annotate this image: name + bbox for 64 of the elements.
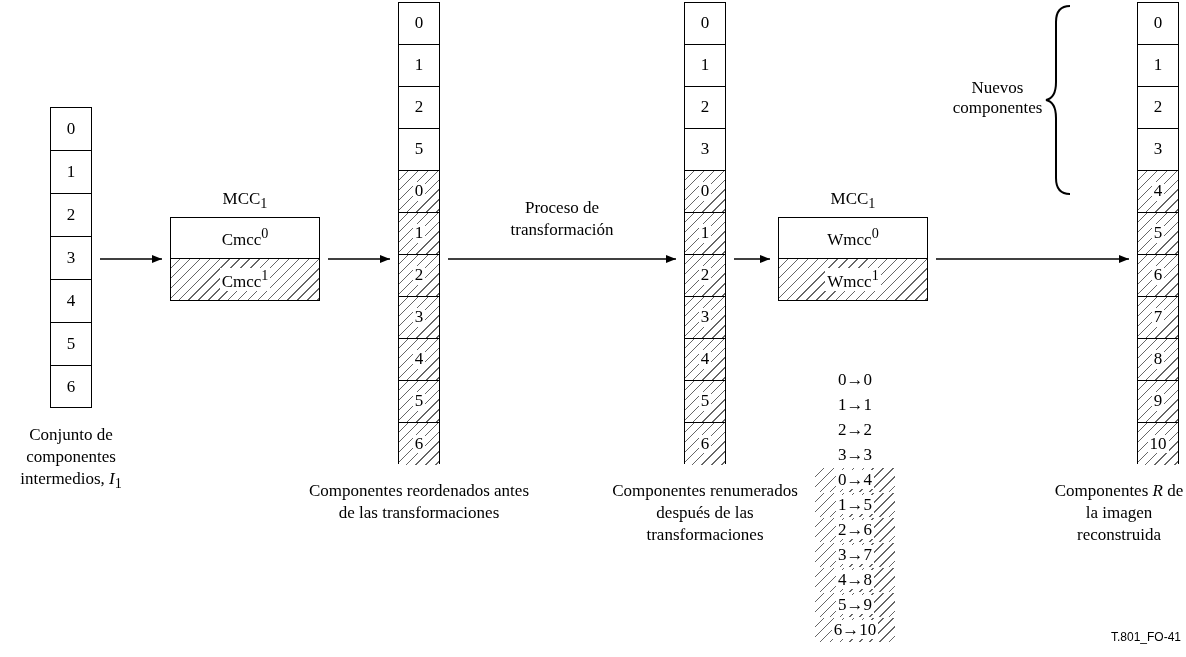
hatched-component-cell: 0 (685, 171, 725, 213)
hatched-component-cell: 4 (399, 339, 439, 381)
component-cell: 1 (1138, 45, 1178, 87)
component-cell: 2 (399, 87, 439, 129)
hatched-component-cell: 5 (1138, 213, 1178, 255)
component-cell: 3 (51, 237, 91, 280)
edge-label: Proceso de transformación (509, 197, 615, 242)
component-cell: 0 (399, 3, 439, 45)
component-cell: 4 (51, 280, 91, 323)
hatched-component-cell: 2 (399, 255, 439, 297)
component-cell: 2 (1138, 87, 1178, 129)
mapping-text: 4→8 (815, 568, 895, 592)
hatched-component-cell: 10 (1138, 423, 1178, 465)
annotation-text: Nuevos componentes (951, 78, 1044, 118)
hatched-component-cell: 6 (399, 423, 439, 465)
arrow (447, 254, 677, 264)
matrix-heading: MCC$_{1}$ (829, 189, 877, 213)
mapping-text: 1→1 (837, 394, 873, 416)
component-cell: 0 (685, 3, 725, 45)
hatched-matrix-row: Wmcc$^{1}$ (779, 259, 927, 300)
hatched-component-cell: 4 (1138, 171, 1178, 213)
column-caption: Conjunto de componentes intermedios, I$_{1}$ (19, 424, 123, 493)
mapping-text: 6→10 (815, 618, 895, 642)
hatched-component-cell: 0 (399, 171, 439, 213)
hatched-component-cell: 1 (685, 213, 725, 255)
column-caption: Componentes renumerados después de las transformaciones (611, 480, 799, 547)
hatched-component-cell: 7 (1138, 297, 1178, 339)
arrow (99, 254, 163, 264)
mapping-text: 5→9 (815, 593, 895, 617)
hatched-component-cell: 1 (399, 213, 439, 255)
hatched-component-cell: 5 (685, 381, 725, 423)
mapping-text: 2→6 (815, 518, 895, 542)
mapping-text: 3→7 (815, 543, 895, 567)
mapping-text: 3→3 (837, 444, 873, 466)
component-cell: 5 (51, 323, 91, 366)
column-caption: Componentes reordenados antes de las transformaciones (309, 480, 529, 525)
component-cell: 1 (51, 151, 91, 194)
mapping-text: 0→4 (815, 468, 895, 492)
mapping-text: 2→2 (837, 419, 873, 441)
arrow (733, 254, 771, 264)
mapping-text: 0→0 (837, 369, 873, 391)
component-cell: 0 (1138, 3, 1178, 45)
component-cell: 2 (685, 87, 725, 129)
hatched-component-cell: 5 (399, 381, 439, 423)
hatched-component-cell: 2 (685, 255, 725, 297)
component-cell: 6 (51, 366, 91, 409)
hatched-component-cell: 3 (399, 297, 439, 339)
hatched-component-cell: 3 (685, 297, 725, 339)
hatched-component-cell: 6 (1138, 255, 1178, 297)
figure-id: T.801_FO-41 (1110, 630, 1182, 644)
column-caption: Componentes R de la imagen reconstruida (1054, 480, 1184, 547)
component-cell: 2 (51, 194, 91, 237)
component-cell: 1 (399, 45, 439, 87)
matrix-heading: MCC$_{1}$ (221, 189, 269, 213)
arrow (327, 254, 391, 264)
hatched-component-cell: 6 (685, 423, 725, 465)
hatched-component-cell: 4 (685, 339, 725, 381)
component-cell: 0 (51, 108, 91, 151)
hatched-component-cell: 9 (1138, 381, 1178, 423)
arrow (935, 254, 1130, 264)
hatched-component-cell: 8 (1138, 339, 1178, 381)
mapping-text: 1→5 (815, 493, 895, 517)
component-cell: 1 (685, 45, 725, 87)
hatched-matrix-row: Cmcc$^{1}$ (171, 259, 319, 300)
